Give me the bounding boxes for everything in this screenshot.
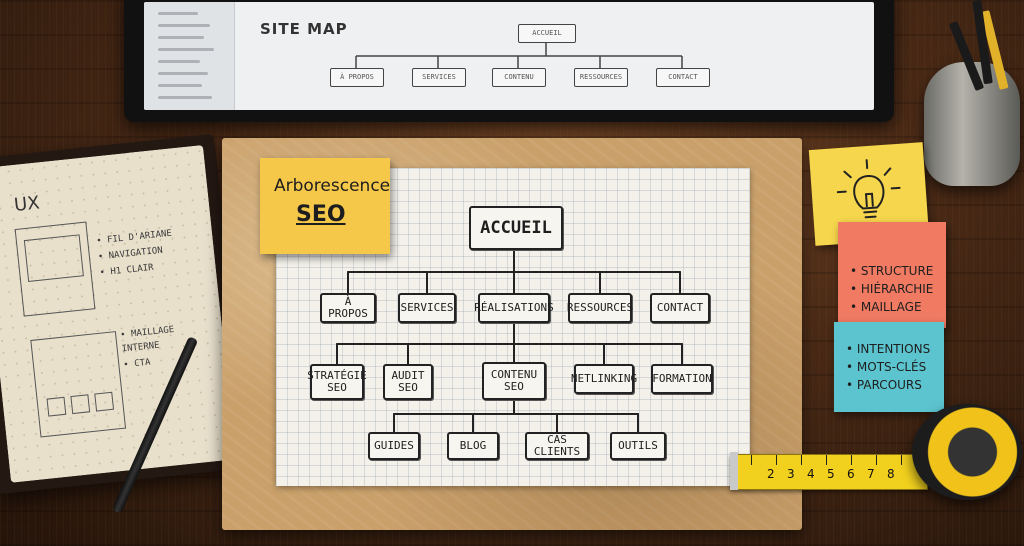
sticky-bullet: • HIÉRARCHIE — [850, 282, 934, 296]
sitemap-node: À PROPOS — [320, 293, 376, 323]
tape-measure-hook — [730, 452, 738, 490]
sitemap-node: NETLINKING — [571, 364, 637, 394]
sitemap-node: FORMATION — [651, 364, 713, 394]
tape-number: 8 — [887, 467, 895, 481]
screen-title: SITE MAP — [260, 20, 348, 38]
tape-measure-blade: 2 3 4 5 6 7 8 — [730, 454, 928, 490]
lightbulb-icon — [836, 159, 901, 219]
sticky-bullet: • STRUCTURE — [850, 264, 934, 278]
sticky-title-line2: SEO — [296, 202, 346, 227]
sticky-note-blue: • INTENTIONS • MOTS-CLÉS • PARCOURS — [834, 322, 944, 412]
sticky-note-title: Arborescence SEO — [260, 158, 390, 254]
sticky-note-idea — [808, 142, 930, 246]
screen-box: À PROPOS — [330, 68, 384, 87]
screen-box: RESSOURCES — [574, 68, 628, 87]
monitor: SITE MAP ACCUEIL À PROPOS SERVICES CONTE… — [124, 0, 894, 122]
sitemap-node: BLOG — [447, 432, 499, 460]
tape-number: 6 — [847, 467, 855, 481]
sticky-title-line1: Arborescence — [274, 176, 391, 196]
sticky-bullet: • INTENTIONS — [846, 342, 931, 356]
screen-box-root: ACCUEIL — [518, 24, 576, 43]
screen-box: CONTACT — [656, 68, 710, 87]
sticky-bullet: • PARCOURS — [846, 378, 922, 392]
sitemap-node: RÉALISATIONS — [474, 293, 554, 323]
sitemap-node: AUDIT SEO — [383, 364, 433, 400]
sitemap-node: OUTILS — [610, 432, 666, 460]
sitemap-node: GUIDES — [368, 432, 420, 460]
sticky-bullet: • MOTS-CLÉS — [846, 360, 927, 374]
tape-number: 3 — [787, 467, 795, 481]
tape-number: 4 — [807, 467, 815, 481]
screen-sitemap-lines — [355, 42, 683, 68]
sticky-bullet: • MAILLAGE — [850, 300, 922, 314]
sitemap-node: SERVICES — [398, 293, 456, 323]
sitemap-node: RESSOURCES — [567, 293, 633, 323]
sitemap-node: CONTENU SEO — [482, 362, 546, 400]
monitor-screen: SITE MAP ACCUEIL À PROPOS SERVICES CONTE… — [144, 2, 874, 110]
sitemap-root-node: ACCUEIL — [469, 206, 563, 250]
screen-sidebar — [144, 2, 235, 110]
screen-box: SERVICES — [412, 68, 466, 87]
tape-number: 5 — [827, 467, 835, 481]
tape-measure-body — [912, 404, 1022, 500]
tape-number: 7 — [867, 467, 875, 481]
sitemap-node: CONTACT — [650, 293, 710, 323]
sitemap-node: STRATÉGIE SEO — [307, 364, 367, 400]
sitemap-node: CAS CLIENTS — [525, 432, 589, 460]
tape-number: 2 — [767, 467, 775, 481]
screen-box: CONTENU — [492, 68, 546, 87]
sticky-note-red: • STRUCTURE • HIÉRARCHIE • MAILLAGE — [838, 222, 946, 328]
